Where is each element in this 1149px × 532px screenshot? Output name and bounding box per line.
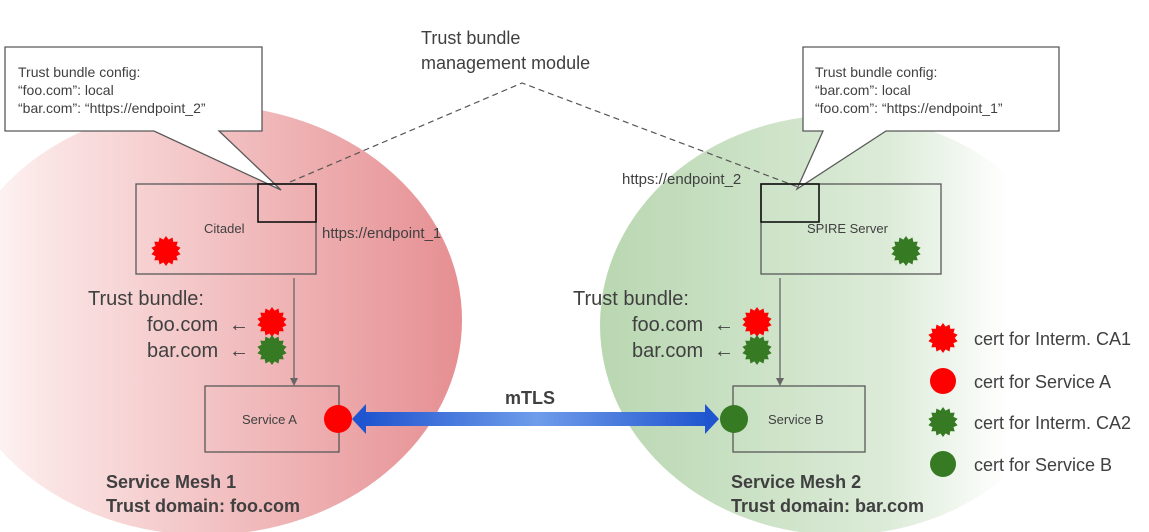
left-arrow-icon: ← [714, 340, 734, 362]
service-mesh-2-trust-domain: Trust domain: bar.com [731, 496, 924, 516]
mesh2-bundle-domain-bar: bar.com [632, 340, 703, 362]
legend-icon-service-b [930, 451, 956, 477]
legend-icon-interm-ca2 [928, 407, 958, 437]
mesh1-config-title: Trust bundle config: [18, 64, 140, 80]
starburst-shape [928, 323, 958, 353]
service-mesh-1-trust-domain: Trust domain: foo.com [106, 496, 300, 516]
legend-label-interm-ca1: cert for Interm. CA1 [974, 329, 1131, 349]
service-mesh-1-name: Service Mesh 1 [106, 472, 236, 492]
spire-server: SPIRE Server [760, 183, 942, 275]
starburst-shape [151, 236, 181, 266]
spire-bundle-endpoint [760, 183, 820, 223]
mesh1-bundle-domain-foo: foo.com [147, 314, 218, 336]
service-mesh-2-name: Service Mesh 2 [731, 472, 861, 492]
mesh2-config-callout: Trust bundle config: “bar.com”: local “f… [795, 46, 1060, 191]
interm-ca1-cert-icon [742, 307, 772, 337]
mesh2-bundle-domain-foo: foo.com [632, 314, 703, 336]
starburst-shape [257, 335, 287, 365]
management-module-label-line1: Trust bundle [421, 28, 520, 48]
citadel-label: Citadel [204, 221, 245, 236]
interm-ca2-cert-icon [257, 335, 287, 365]
left-arrow-icon: ← [714, 314, 734, 336]
starburst-shape [257, 307, 287, 337]
left-arrow-icon: ← [229, 314, 249, 336]
legend-label-interm-ca2: cert for Interm. CA2 [974, 413, 1131, 433]
spire-server-label: SPIRE Server [807, 221, 889, 236]
management-module-label-line2: management module [421, 53, 590, 73]
mesh1-config-callout: Trust bundle config: “foo.com”: local “b… [4, 46, 282, 191]
endpoint-1-label: https://endpoint_1 [322, 225, 441, 242]
mesh2-trust-bundle-title: Trust bundle: [573, 288, 689, 310]
mesh1-bundle-domain-bar: bar.com [147, 340, 218, 362]
interm-ca2-cert-icon [891, 236, 921, 266]
left-arrow-icon: ← [229, 340, 249, 362]
legend-icon-service-a [930, 368, 956, 394]
mesh1-trust-bundle-title: Trust bundle: [88, 288, 204, 310]
legend-icon-interm-ca1 [928, 323, 958, 353]
citadel-bundle-endpoint [257, 183, 317, 223]
service-a-label: Service A [242, 412, 297, 427]
starburst-shape [928, 407, 958, 437]
interm-ca1-cert-icon [257, 307, 287, 337]
spire-to-service-b-arrow [776, 278, 784, 386]
legend: cert for Interm. CA1 cert for Service A … [928, 323, 1131, 477]
mesh1-trust-bundle: Trust bundle: foo.com ← bar.com ← [88, 288, 287, 365]
legend-label-service-a: cert for Service A [974, 372, 1111, 392]
citadel-to-service-a-arrow [290, 278, 298, 386]
citadel-server: Citadel [135, 183, 317, 275]
mesh2-config-line1: “bar.com”: local [815, 82, 911, 98]
mtls-connection-arrow [352, 404, 719, 434]
interm-ca2-cert-icon [742, 335, 772, 365]
endpoint-2-label: https://endpoint_2 [622, 171, 741, 188]
legend-label-service-b: cert for Service B [974, 455, 1112, 475]
service-b-label: Service B [768, 412, 824, 427]
mesh1-config-line1: “foo.com”: local [18, 82, 114, 98]
interm-ca1-cert-icon [151, 236, 181, 266]
mtls-label: mTLS [505, 388, 555, 408]
mesh2-config-line2: “foo.com”: “https://endpoint_1” [815, 100, 1003, 116]
service-a-cert-icon [324, 405, 352, 433]
starburst-shape [891, 236, 921, 266]
management-module-dashed-link [289, 82, 799, 188]
starburst-shape [742, 335, 772, 365]
mesh2-trust-bundle: Trust bundle: foo.com ← bar.com ← [573, 288, 772, 365]
mesh2-config-title: Trust bundle config: [815, 64, 937, 80]
service-b-cert-icon [720, 405, 748, 433]
mesh1-config-line2: “bar.com”: “https://endpoint_2” [18, 100, 206, 116]
service-mesh-2-region [600, 115, 1080, 532]
starburst-shape [742, 307, 772, 337]
